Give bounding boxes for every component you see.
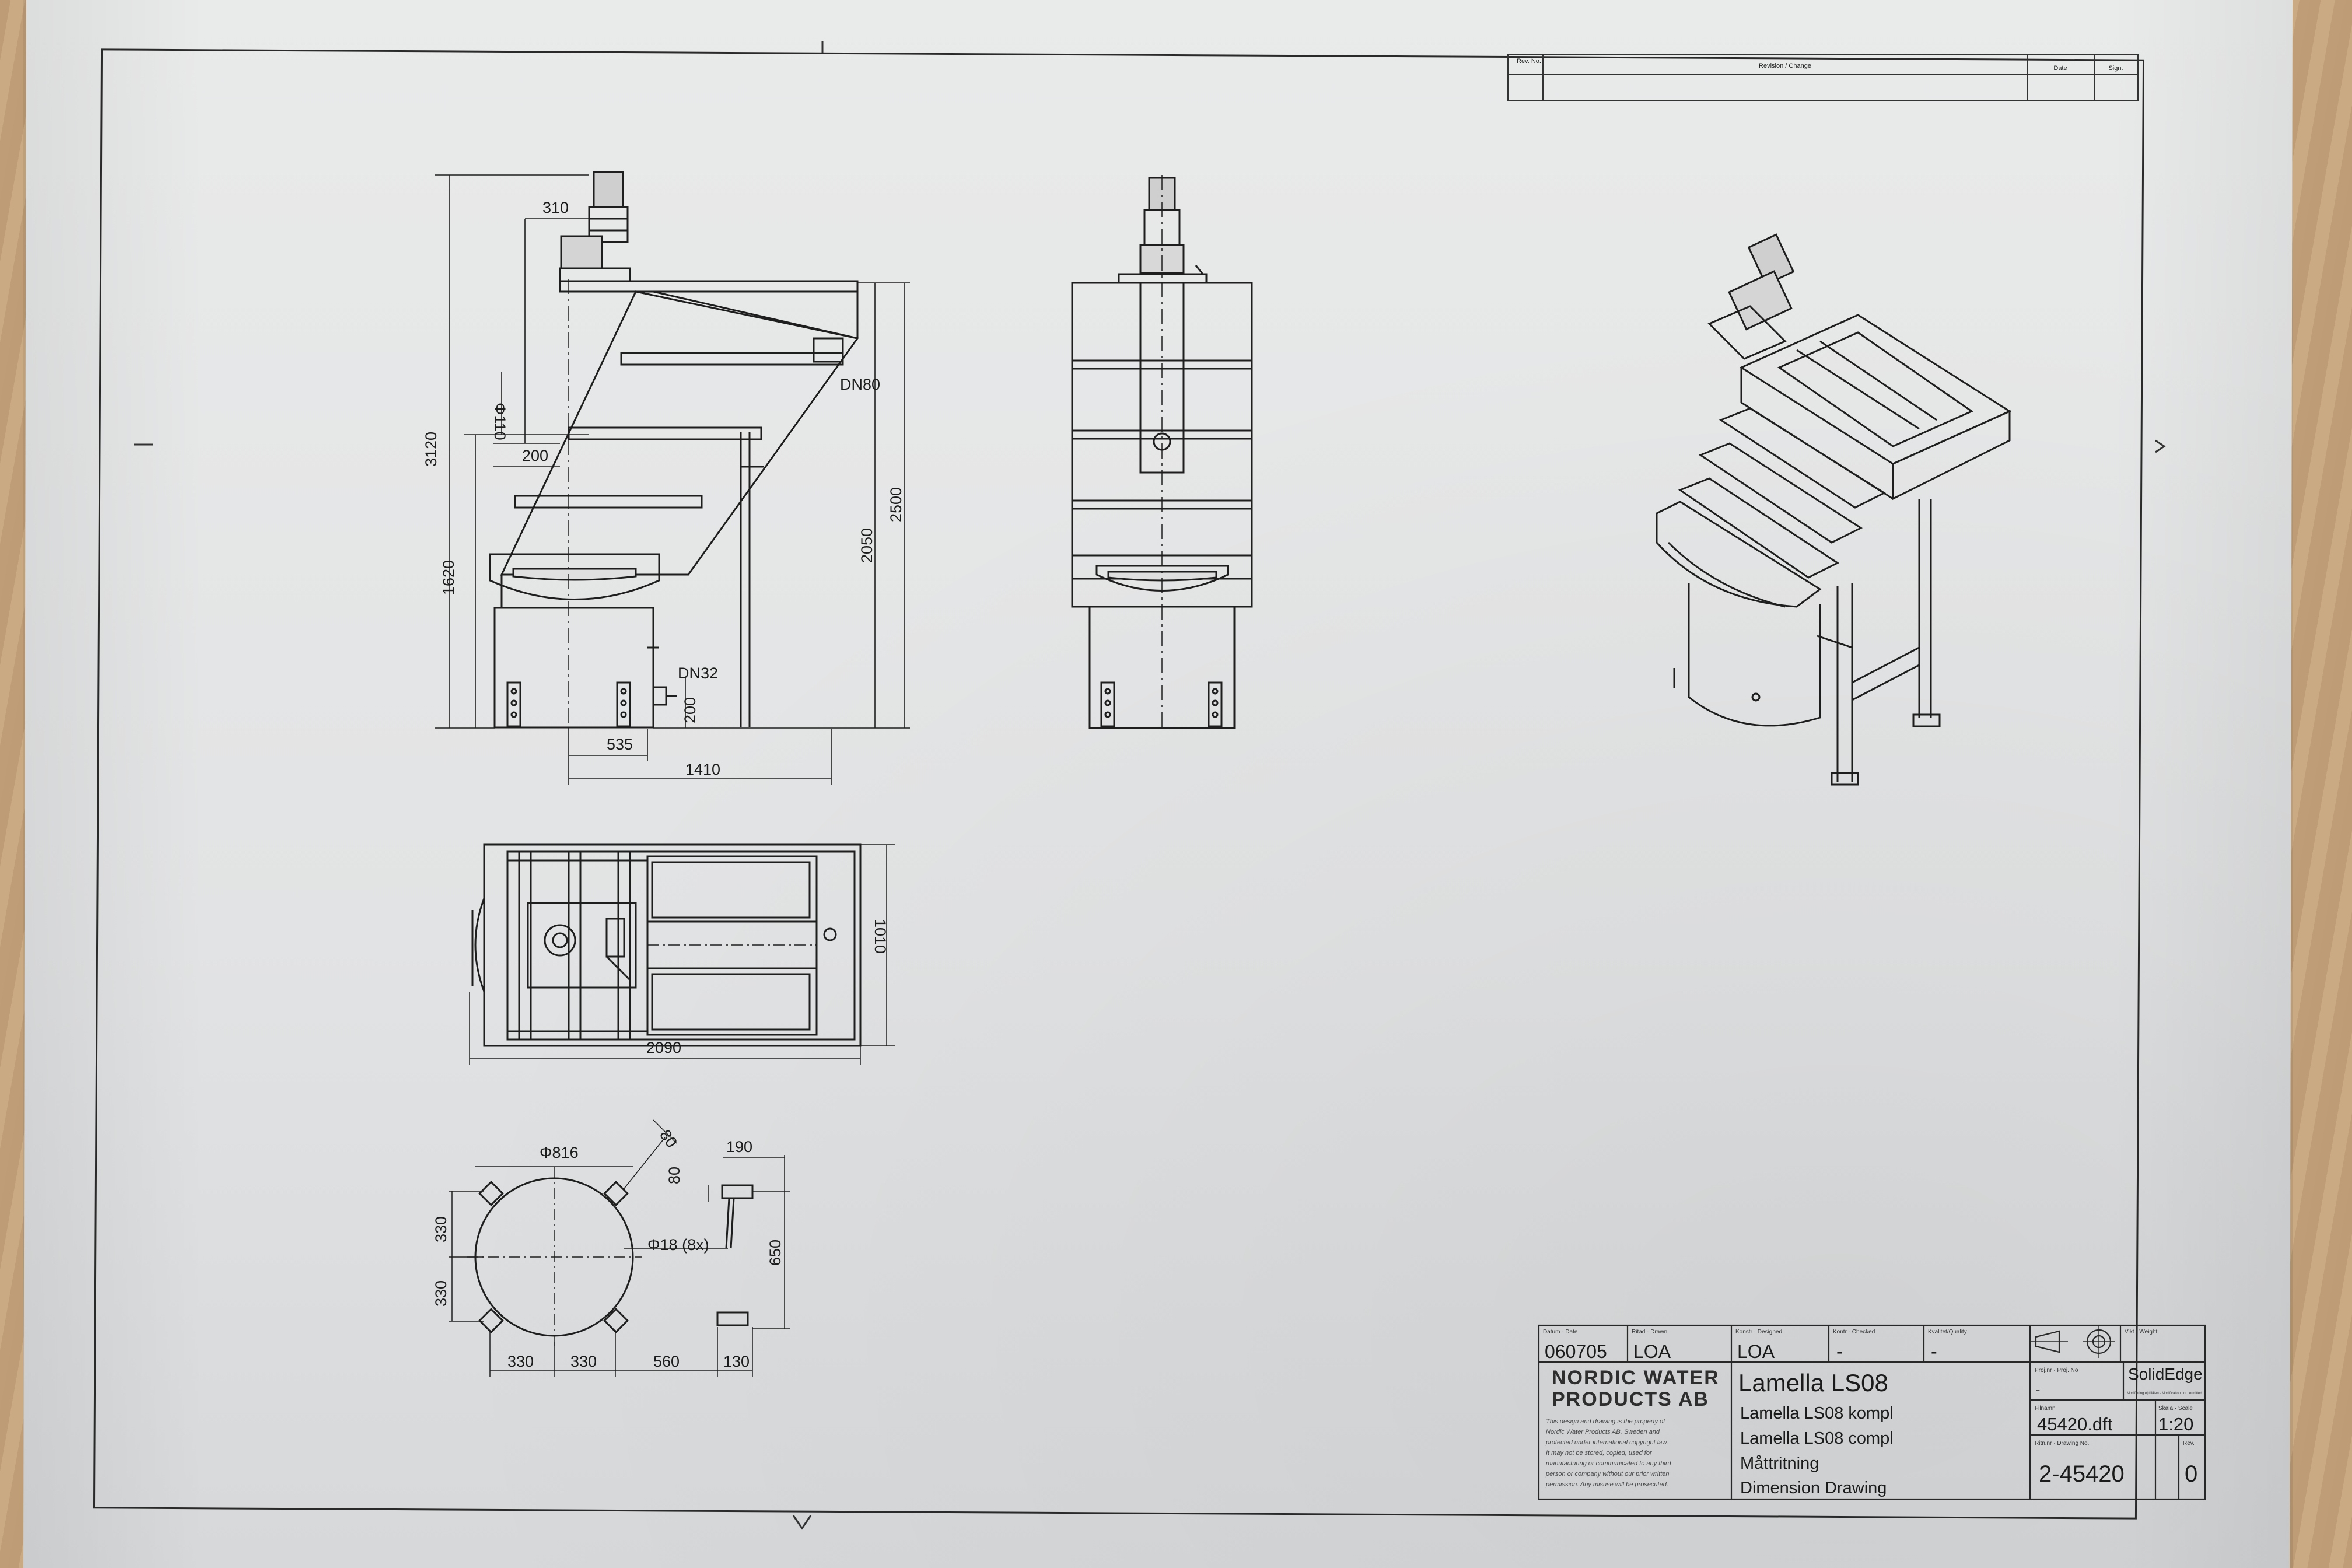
drawing-title: Lamella LS08	[1738, 1369, 1888, 1396]
dim-330-lower: 330	[432, 1280, 450, 1307]
dim-2090: 2090	[646, 1039, 681, 1056]
software-note: Modifiering ej tillåten · Modification n…	[2127, 1391, 2202, 1395]
designed-value: LOA	[1737, 1341, 1775, 1362]
center-mark-bottom	[792, 1515, 812, 1530]
rev-no-label: Rev. No.	[1517, 58, 1541, 65]
software-name: SolidEdge	[2128, 1365, 2203, 1383]
isometric-view	[1656, 233, 2012, 786]
dim-130: 130	[723, 1353, 750, 1370]
project-value: -	[2036, 1382, 2040, 1397]
dim-310: 310	[542, 199, 569, 216]
checked-label: Kontr · Checked	[1833, 1329, 1875, 1335]
designed-label: Konstr · Designed	[1735, 1329, 1782, 1335]
dim-330-upper: 330	[432, 1216, 450, 1242]
foundation-plan	[449, 1119, 790, 1377]
project-label: Proj.nr · Proj. No	[2035, 1367, 2078, 1374]
dim-diameter-816: Φ816	[540, 1144, 579, 1161]
dim-80-diag: 80	[656, 1126, 681, 1151]
foundation-plan-dimensions: Φ816 80 190 80 330 330 Φ18 (8x) 650 330 …	[432, 1126, 784, 1370]
company-name-line-1: NORDIC WATER	[1552, 1367, 1720, 1389]
drawing-number: 2-45420	[2039, 1461, 2124, 1487]
title-block	[1538, 1324, 2206, 1500]
weight-label: Vikt · Weight	[2124, 1329, 2158, 1335]
dim-200-top: 200	[522, 447, 548, 464]
side-view	[435, 171, 910, 785]
company-name-line-2: PRODUCTS AB	[1552, 1388, 1709, 1410]
dim-330-left: 330	[508, 1353, 534, 1370]
side-view-dimensions: 310 Φ110 200 3120 1620 DN80 2500 2050 DN…	[422, 199, 905, 778]
top-view-dimensions: 1010 2090	[646, 919, 889, 1056]
file-label: Filnamn	[2035, 1405, 2056, 1412]
dim-diameter-110: Φ110	[491, 402, 509, 440]
projection-symbol-icon	[2029, 1325, 2115, 1358]
dim-1620: 1620	[440, 560, 457, 595]
dim-1410: 1410	[685, 761, 720, 778]
dim-2050: 2050	[858, 528, 876, 563]
checked-value: -	[1836, 1341, 1843, 1362]
legal-line-6: person or company without our prior writ…	[1545, 1471, 1670, 1478]
dim-190: 190	[726, 1138, 752, 1156]
dim-535: 535	[607, 736, 633, 753]
legal-line-2: Nordic Water Products AB, Sweden and	[1546, 1429, 1660, 1436]
dim-dn80: DN80	[840, 376, 880, 393]
quality-label: Kvalitet/Quality	[1928, 1329, 1967, 1335]
drawn-label: Ritad · Drawn	[1632, 1329, 1667, 1335]
scale-value: 1:20	[2158, 1414, 2193, 1434]
description-line-2: Lamella LS08 compl	[1740, 1429, 1894, 1448]
sign-label: Sign.	[2108, 65, 2123, 72]
legal-line-4: It may not be stored, copied, used for	[1546, 1450, 1653, 1457]
date-label: Datum · Date	[1543, 1329, 1578, 1335]
drawing-no-label: Ritn.nr · Drawing No.	[2035, 1440, 2089, 1447]
legal-line-1: This design and drawing is the property …	[1546, 1418, 1665, 1425]
center-mark-right	[2155, 439, 2166, 453]
dim-330-right: 330	[570, 1353, 597, 1370]
quality-value: -	[1931, 1341, 1937, 1362]
front-view	[1071, 175, 1253, 729]
rev-value: 0	[2185, 1461, 2197, 1487]
legal-line-7: permission. Any misuse will be prosecute…	[1545, 1481, 1668, 1488]
drawing-border	[93, 48, 2145, 1520]
rev-label: Rev.	[2183, 1440, 2194, 1447]
dim-80: 80	[666, 1167, 683, 1184]
date-value: 060705	[1545, 1341, 1607, 1362]
dim-560: 560	[653, 1353, 680, 1370]
dim-diameter-18-8x: Φ18 (8x)	[648, 1236, 709, 1254]
legal-line-5: manufacturing or communicated to any thi…	[1546, 1460, 1671, 1467]
dim-650: 650	[766, 1240, 784, 1266]
top-view	[469, 844, 895, 1065]
dim-2500: 2500	[887, 487, 905, 522]
description-line-4: Dimension Drawing	[1740, 1479, 1887, 1497]
legal-line-3: protected under international copyright …	[1545, 1439, 1668, 1446]
revision-change-label: Revision / Change	[1759, 62, 1811, 69]
date-label: Date	[2053, 65, 2067, 72]
revision-table: Rev. No. Revision / Change Date Sign.	[1507, 54, 2138, 101]
drawn-value: LOA	[1633, 1341, 1671, 1362]
dim-dn32: DN32	[678, 664, 718, 682]
title-block-text: Datum · Date 060705 Ritad · Drawn LOA Ko…	[1543, 1329, 2203, 1497]
description-line-3: Måttritning	[1740, 1454, 1819, 1473]
description-line-1: Lamella LS08 kompl	[1740, 1404, 1894, 1423]
file-value: 45420.dft	[2037, 1414, 2113, 1434]
dim-3120: 3120	[422, 432, 440, 467]
scale-label: Skala · Scale	[2158, 1405, 2193, 1412]
dim-1010: 1010	[872, 919, 889, 954]
dim-200-bottom: 200	[681, 697, 699, 723]
